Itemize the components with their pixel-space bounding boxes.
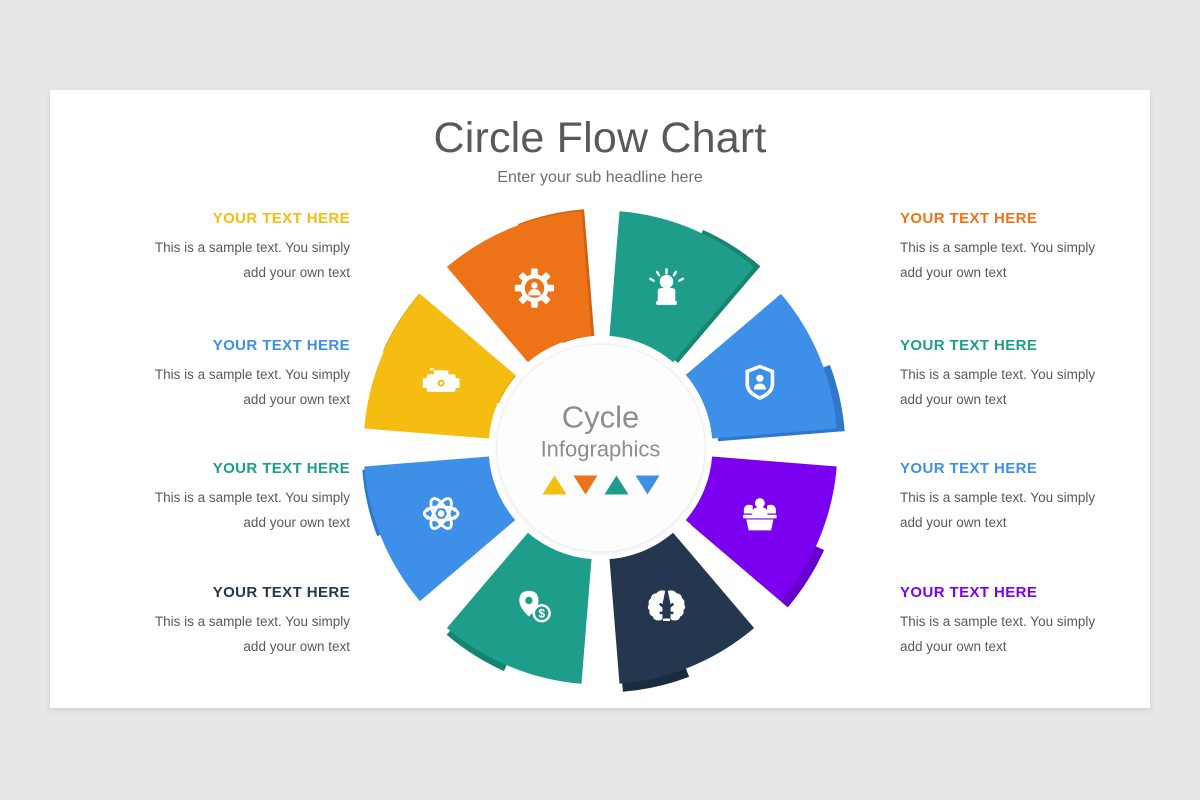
wheel-icons: $	[422, 268, 777, 623]
left-item-2: YOUR TEXT HERE This is a sample text. Yo…	[135, 337, 350, 413]
segment-idea[interactable]	[609, 211, 755, 363]
left-item-2-heading: YOUR TEXT HERE	[212, 337, 350, 354]
right-item-2-heading: YOUR TEXT HERE	[900, 337, 1038, 354]
left-item-4: YOUR TEXT HERE This is a sample text. Yo…	[135, 584, 350, 660]
wheel-hub: Cycle Infographics	[496, 343, 705, 552]
cycle-wheel: $ Cycle Infographics	[362, 209, 845, 692]
right-item-3-body: This is a sample text. You simply add yo…	[900, 490, 1096, 530]
segment-money[interactable]	[446, 532, 592, 684]
brain-icon	[647, 590, 686, 622]
left-item-1-body: This is a sample text. You simply add yo…	[154, 240, 350, 280]
hub-subtitle: Infographics	[540, 436, 661, 462]
money-location-icon: $	[519, 590, 551, 623]
right-item-4-body: This is a sample text. You simply add yo…	[900, 614, 1096, 654]
triangle-orange-down	[573, 475, 597, 495]
team-presentation-icon	[743, 498, 777, 531]
right-item-2-body: This is a sample text. You simply add yo…	[900, 367, 1096, 407]
left-item-3-body: This is a sample text. You simply add yo…	[154, 490, 350, 530]
left-item-1: YOUR TEXT HERE This is a sample text. Yo…	[135, 210, 350, 286]
left-item-3-heading: YOUR TEXT HERE	[212, 460, 350, 477]
left-item-2-body: This is a sample text. You simply add yo…	[154, 367, 350, 407]
segment-atom[interactable]	[364, 456, 516, 602]
right-item-2: YOUR TEXT HERE This is a sample text. Yo…	[900, 337, 1115, 413]
atom-icon	[422, 497, 460, 530]
right-item-1-body: This is a sample text. You simply add yo…	[900, 240, 1096, 280]
shield-user-icon	[745, 364, 775, 400]
left-item-4-heading: YOUR TEXT HERE	[212, 584, 350, 601]
hand-idea-icon	[649, 268, 684, 305]
gear-user-icon	[514, 268, 555, 308]
slide-canvas: Circle Flow Chart Enter your sub headlin…	[50, 90, 1150, 708]
hub-triangles	[542, 475, 659, 495]
hub-title: Cycle	[561, 399, 640, 435]
left-item-1-heading: YOUR TEXT HERE	[212, 210, 350, 227]
right-item-3-heading: YOUR TEXT HERE	[900, 460, 1038, 477]
right-item-4-heading: YOUR TEXT HERE	[900, 584, 1038, 601]
page-title: Circle Flow Chart	[433, 114, 767, 162]
triangle-teal-up	[604, 475, 628, 495]
triangle-blue-down	[635, 475, 659, 495]
right-item-4: YOUR TEXT HERE This is a sample text. Yo…	[900, 584, 1115, 660]
page-subtitle: Enter your sub headline here	[497, 169, 703, 186]
camera-icon	[422, 367, 460, 392]
right-item-3: YOUR TEXT HERE This is a sample text. Yo…	[900, 460, 1115, 536]
right-item-1: YOUR TEXT HERE This is a sample text. Yo…	[900, 210, 1115, 286]
left-item-3: YOUR TEXT HERE This is a sample text. Yo…	[135, 460, 350, 536]
left-item-4-body: This is a sample text. You simply add yo…	[154, 614, 350, 654]
segment-camera[interactable]	[364, 293, 516, 439]
right-item-1-heading: YOUR TEXT HERE	[900, 210, 1038, 227]
triangle-yellow-up	[542, 475, 566, 495]
svg-text:$: $	[538, 607, 545, 621]
